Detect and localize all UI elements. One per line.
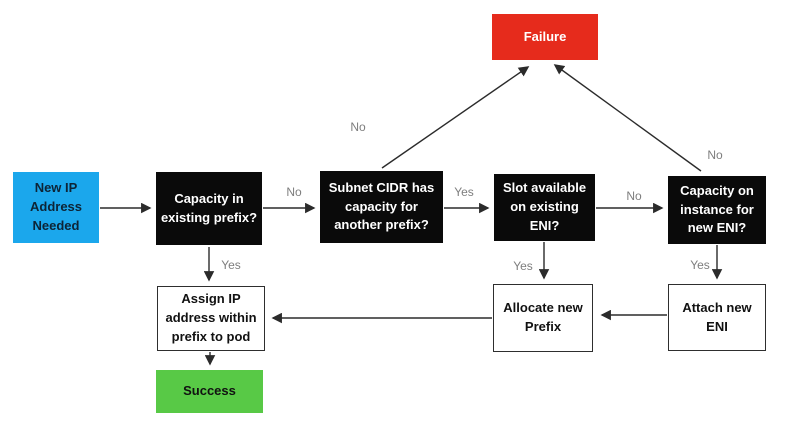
arrow-subnet-to-failure (381, 66, 530, 169)
edge-label-yes-subnet-to-slot: Yes (454, 185, 474, 199)
node-assign-ip-to-pod: Assign IP address within prefix to pod (157, 286, 265, 351)
node-capacity-instance-eni: Capacity on instance for new ENI? (668, 176, 766, 244)
edge-label-no-capacity-to-subnet: No (286, 185, 302, 199)
node-failure: Failure (492, 14, 598, 60)
node-success: Success (156, 370, 263, 413)
arrow-instance-to-failure (553, 64, 702, 172)
node-new-ip-needed: New IP Address Needed (13, 172, 99, 243)
node-subnet-cidr-capacity: Subnet CIDR has capacity for another pre… (320, 171, 443, 243)
node-capacity-existing-prefix: Capacity in existing prefix? (156, 172, 262, 245)
edge-label-no-instance-to-failure: No (707, 148, 723, 162)
node-slot-available-eni: Slot available on existing ENI? (494, 174, 595, 241)
edge-label-yes-instance-to-attach: Yes (690, 258, 710, 272)
node-attach-new-eni: Attach new ENI (668, 284, 766, 351)
edge-label-no-slot-to-instance: No (626, 189, 642, 203)
edge-label-yes-slot-to-allocate: Yes (513, 259, 533, 273)
edge-label-yes-capacity-to-assign: Yes (221, 258, 241, 272)
edge-label-no-subnet-to-failure: No (350, 120, 366, 134)
node-allocate-new-prefix: Allocate new Prefix (493, 284, 593, 352)
